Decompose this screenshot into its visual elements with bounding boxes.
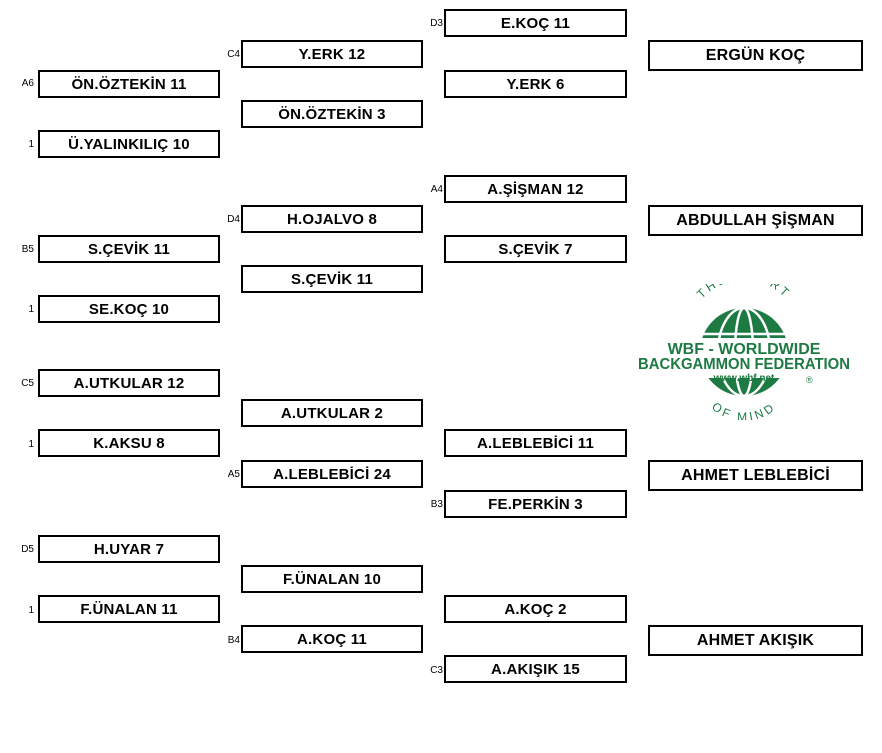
player-score: S.ÇEVİK 11 — [87, 240, 171, 258]
seed-label: D3 — [430, 18, 443, 29]
seed-label: A4 — [430, 184, 443, 195]
logo-line2: BACKGAMMON FEDERATION — [638, 356, 850, 373]
player-score: A.KOÇ 2 — [504, 600, 567, 618]
seed-label: B4 — [227, 635, 240, 646]
match-entry: A.LEBLEBİCİ 24 — [241, 460, 423, 488]
player-score: ÖN.ÖZTEKİN 3 — [278, 105, 386, 123]
match-entry: F.ÜNALAN 10 — [241, 565, 423, 593]
winner-box: AHMET AKIŞIK — [648, 625, 863, 656]
seed-label: C3 — [430, 665, 443, 676]
match-entry: A.LEBLEBİCİ 11 — [444, 429, 627, 457]
match-entry: SE.KOÇ 10 — [38, 295, 220, 323]
player-score: A.ŞİŞMAN 12 — [487, 180, 584, 198]
player-score: H.UYAR 7 — [93, 540, 165, 558]
logo-bottom-arc: OF MIND — [709, 399, 778, 420]
player-score: A.KOÇ 11 — [297, 630, 367, 648]
match-entry: FE.PERKİN 3 — [444, 490, 627, 518]
match-entry: S.ÇEVİK 11 — [38, 235, 220, 263]
logo-registered: ® — [806, 375, 813, 385]
logo-top-arc: THE SPORT — [694, 284, 794, 301]
seed-label: D5 — [21, 544, 34, 555]
match-entry: A.ŞİŞMAN 12 — [444, 175, 627, 203]
player-score: SE.KOÇ 10 — [88, 300, 170, 318]
player-score: ÖN.ÖZTEKİN 11 — [71, 75, 187, 93]
winner-box: ERGÜN KOÇ — [648, 40, 863, 71]
seed-label: 1 — [28, 304, 34, 315]
match-entry: K.AKSU 8 — [38, 429, 220, 457]
seed-label: D4 — [227, 214, 240, 225]
seed-label: A6 — [21, 78, 34, 89]
seed-label: B5 — [21, 244, 34, 255]
winner-box: AHMET LEBLEBİCİ — [648, 460, 863, 491]
winner-box: ABDULLAH ŞİŞMAN — [648, 205, 863, 236]
player-score: F.ÜNALAN 11 — [80, 600, 178, 618]
seed-label: B3 — [430, 499, 443, 510]
match-entry: F.ÜNALAN 11 — [38, 595, 220, 623]
player-score: Ü.YALINKILIÇ 10 — [68, 135, 190, 153]
player-score: F.ÜNALAN 10 — [282, 570, 382, 588]
player-score: S.ÇEVİK 11 — [290, 270, 374, 288]
match-entry: E.KOÇ 11 — [444, 9, 627, 37]
winner-name: AHMET AKIŞIK — [696, 631, 815, 649]
seed-label: 1 — [28, 439, 34, 450]
match-entry: A.KOÇ 11 — [241, 625, 423, 653]
match-entry: S.ÇEVİK 11 — [241, 265, 423, 293]
player-score: A.UTKULAR 2 — [280, 404, 384, 422]
seed-label: A5 — [227, 469, 240, 480]
player-score: A.LEBLEBİCİ 24 — [273, 465, 391, 483]
seed-label: C4 — [227, 49, 240, 60]
match-entry: ÖN.ÖZTEKİN 11 — [38, 70, 220, 98]
player-score: H.OJALVO 8 — [286, 210, 378, 228]
player-score: K.AKSU 8 — [93, 434, 165, 452]
player-score: A.LEBLEBİCİ 11 — [477, 434, 594, 452]
match-entry: A.UTKULAR 2 — [241, 399, 423, 427]
match-entry: H.OJALVO 8 — [241, 205, 423, 233]
player-score: FE.PERKİN 3 — [488, 495, 583, 513]
seed-label: 1 — [28, 139, 34, 150]
match-entry: A.KOÇ 2 — [444, 595, 627, 623]
player-score: A.AKIŞIK 15 — [491, 660, 580, 678]
player-score: Y.ERK 12 — [298, 45, 366, 63]
seed-label: C5 — [21, 378, 34, 389]
logo-line1: WBF - WORLDWIDE — [668, 341, 821, 358]
logo-url: www.wbf.net — [713, 373, 775, 384]
match-entry: S.ÇEVİK 7 — [444, 235, 627, 263]
player-score: S.ÇEVİK 7 — [498, 240, 573, 258]
match-entry: Ü.YALINKILIÇ 10 — [38, 130, 220, 158]
match-entry: ÖN.ÖZTEKİN 3 — [241, 100, 423, 128]
match-entry: Y.ERK 6 — [444, 70, 627, 98]
winner-name: ABDULLAH ŞİŞMAN — [676, 211, 835, 229]
seed-label: 1 — [28, 605, 34, 616]
player-score: E.KOÇ 11 — [500, 14, 571, 32]
player-score: Y.ERK 6 — [506, 75, 565, 93]
winner-name: AHMET LEBLEBİCİ — [681, 466, 830, 484]
match-entry: A.AKIŞIK 15 — [444, 655, 627, 683]
player-score: A.UTKULAR 12 — [73, 374, 185, 392]
winner-name: ERGÜN KOÇ — [705, 46, 806, 64]
match-entry: A.UTKULAR 12 — [38, 369, 220, 397]
match-entry: H.UYAR 7 — [38, 535, 220, 563]
wbf-logo: THE SPORT WBF - WORLDWIDE BACKGAMMON FED… — [636, 284, 852, 420]
match-entry: Y.ERK 12 — [241, 40, 423, 68]
